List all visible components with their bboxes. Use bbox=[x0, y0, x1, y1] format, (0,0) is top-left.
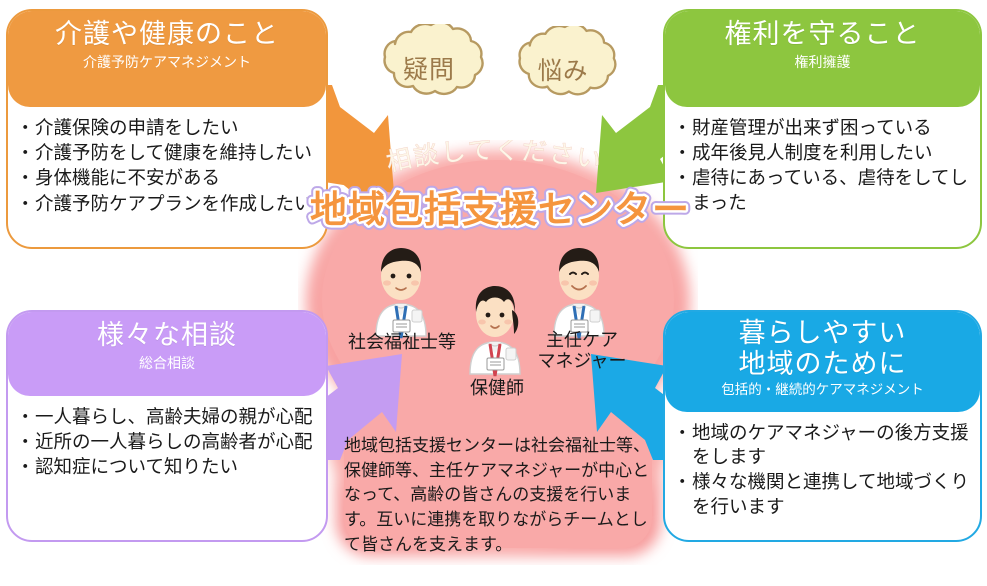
bullet-list-living: 地域のケアマネジャーの後方支援をします 様々な機関と連携して地域づくりを行います bbox=[673, 422, 972, 520]
panel-subtitle-living: 包括的・継続的ケアマネジメント bbox=[721, 382, 924, 399]
list-item: 介護予防をして健康を維持したい bbox=[16, 142, 318, 166]
panel-subtitle-care: 介護予防ケアマネジメント bbox=[83, 55, 251, 72]
panel-header-rights: 権利を守ること 権利擁護 bbox=[665, 11, 980, 107]
panel-title-rights: 権利を守ること bbox=[724, 19, 921, 50]
thought-bubble-nayami: 悩み bbox=[518, 26, 617, 96]
panel-body-care: 介護保険の申請をしたい 介護予防をして健康を維持したい 身体機能に不安がある 介… bbox=[8, 107, 326, 226]
figure-label-public-health-nurse: 保健師 bbox=[470, 378, 524, 399]
panel-various-consultations[interactable]: 様々な相談 総合相談 一人暮らし、高齢夫婦の親が心配 近所の一人暮らしの高齢者が… bbox=[6, 310, 328, 542]
list-item: 虐待にあっている、虐待をしてしまった bbox=[673, 167, 972, 215]
center-title-inline: 地域包括支援センター bbox=[310, 188, 690, 231]
panel-subtitle-consult: 総合相談 bbox=[139, 356, 195, 373]
center-title-text: 地域包括支援センター bbox=[310, 188, 690, 231]
figure-chief-care-manager bbox=[553, 248, 605, 339]
panel-header-living: 暮らしやすい 地域のために 包括的・継続的ケアマネジメント bbox=[665, 312, 980, 412]
panel-livable-community[interactable]: 暮らしやすい 地域のために 包括的・継続的ケアマネジメント 地域のケアマネジャー… bbox=[663, 310, 982, 542]
center-title-outline: 地域包括支援センター bbox=[310, 188, 690, 231]
list-item: 財産管理が出来ず困っている bbox=[673, 117, 972, 141]
bubble-label-nayami: 悩み bbox=[538, 56, 589, 85]
bullet-list-care: 介護保険の申請をしたい 介護予防をして健康を維持したい 身体機能に不安がある 介… bbox=[16, 117, 318, 217]
panel-body-rights: 財産管理が出来ず困っている 成年後見人制度を利用したい 虐待にあっている、虐待を… bbox=[665, 107, 980, 225]
svg-text:相談してください: 相談してください bbox=[384, 140, 606, 177]
bullet-list-consult: 一人暮らし、高齢夫婦の親が心配 近所の一人暮らしの高齢者が心配 認知症について知… bbox=[16, 406, 318, 481]
bubble-label-gimon: 疑問 bbox=[403, 55, 455, 84]
figure-label-chief-care-manager: 主任ケア マネジャー bbox=[537, 330, 627, 373]
panel-subtitle-rights: 権利擁護 bbox=[794, 55, 851, 72]
panel-protecting-rights[interactable]: 権利を守ること 権利擁護 財産管理が出来ず困っている 成年後見人制度を利用したい… bbox=[663, 9, 982, 249]
center-description: 地域包括支援センターは社会福祉士等、保健師等、主任ケアマネジャーが中心となって、… bbox=[344, 436, 650, 555]
center-callout: 相談してください bbox=[384, 140, 606, 177]
list-item: 近所の一人暮らしの高齢者が心配 bbox=[16, 431, 318, 455]
center-title: 地域包括支援センター 地域包括支援センター 地域包括支援センター bbox=[300, 182, 700, 238]
list-item: 一人暮らし、高齢夫婦の親が心配 bbox=[16, 406, 318, 430]
panel-body-consult: 一人暮らし、高齢夫婦の親が心配 近所の一人暮らしの高齢者が心配 認知症について知… bbox=[8, 396, 326, 490]
panel-title-consult: 様々な相談 bbox=[97, 320, 237, 351]
panel-header-consult: 様々な相談 総合相談 bbox=[8, 312, 326, 396]
center-callout-text: 相談してください bbox=[384, 140, 604, 177]
panel-title-care: 介護や健康のこと bbox=[55, 19, 279, 50]
panel-header-care: 介護や健康のこと 介護予防ケアマネジメント bbox=[8, 11, 326, 107]
panel-title-living: 暮らしやすい 地域のために bbox=[738, 318, 907, 381]
panel-care-and-health[interactable]: 介護や健康のこと 介護予防ケアマネジメント 介護保険の申請をしたい 介護予防をし… bbox=[6, 9, 328, 249]
list-item: 身体機能に不安がある bbox=[16, 167, 318, 191]
panel-body-living: 地域のケアマネジャーの後方支援をします 様々な機関と連携して地域づくりを行います bbox=[665, 412, 980, 529]
thought-bubble-gimon: 疑問 bbox=[383, 24, 484, 96]
bullet-list-rights: 財産管理が出来ず困っている 成年後見人制度を利用したい 虐待にあっている、虐待を… bbox=[673, 117, 972, 216]
list-item: 認知症について知りたい bbox=[16, 456, 318, 480]
list-item: 介護保険の申請をしたい bbox=[16, 117, 318, 141]
list-item: 成年後見人制度を利用したい bbox=[673, 142, 972, 166]
figure-label-social-worker: 社会福祉士等 bbox=[348, 332, 456, 353]
figure-social-worker bbox=[375, 248, 427, 339]
list-item: 地域のケアマネジャーの後方支援をします bbox=[673, 422, 972, 470]
figure-public-health-nurse bbox=[469, 286, 521, 377]
list-item: 介護予防ケアプランを作成したい bbox=[16, 193, 318, 217]
list-item: 様々な機関と連携して地域づくりを行います bbox=[673, 471, 972, 519]
